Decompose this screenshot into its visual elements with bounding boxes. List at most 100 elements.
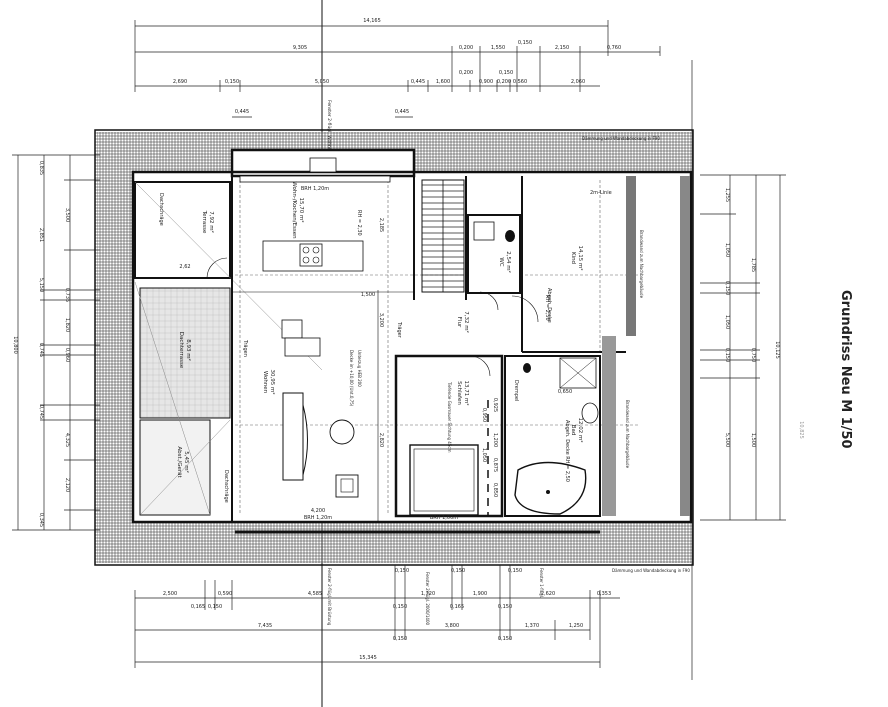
brandwand-top [626,176,636,336]
dim-inner: 2,185 [378,218,384,232]
dim-bottom: 0,150 [508,568,522,574]
note-brh: BRH 1,20m [304,515,332,521]
room-bad [504,355,601,517]
armchair [281,319,303,339]
label-traeger: Träger [396,321,402,339]
dim-top: 2,690 [173,79,187,85]
kitchen-sink [309,157,337,173]
dim-top: 9,305 [293,45,307,51]
right-dimension-labels: 1,255 1,050 0,150 1,050 0,750 0,150 1,50… [724,188,804,447]
dim-top: 0,150 [499,70,513,76]
wc-toilet [505,230,515,242]
dim-inner: 0,650 [558,389,572,395]
room-dachterrasse [139,287,231,419]
room-note: Abgeh. Decke RH = 2,50 [564,420,570,482]
brandwand-right [680,176,690,516]
dim-left: 0,835 [38,161,44,175]
dim-right-outer: 10,125 [774,341,780,359]
dim-bottom: 0,150 [393,636,407,642]
left-dimension-labels: 10,800 0,835 3,500 2,851 0,735 5,150 1,8… [12,161,70,527]
cooktop [299,243,323,267]
bottom-dimensions [134,565,620,668]
plan-title: Grundriss Neu M 1/50 [838,290,853,449]
dim-right: 1,050 [724,315,730,329]
dim-right: 1,050 [724,243,730,257]
dim-top: 2,060 [571,79,585,85]
room-area: 15,70 m² [298,197,305,222]
dim-bottom: 2,620 [541,591,555,597]
dim-bottom: 1,900 [473,591,487,597]
label-drempel: Drempel [513,380,519,401]
dim-inner: 0,850 [492,483,498,497]
dim-left: 4,325 [64,433,70,447]
label-dachschraege: Dachschräge [158,193,164,226]
kitchen-counter [239,175,391,183]
room-area: 14,15 m² [577,245,584,270]
room-area: 5,45 m² [183,451,190,473]
dim-top-total: 14,165 [363,18,381,24]
room-note: Decke im +10,00 (Unt.0,75) [349,350,354,407]
dim-left: 0,745 [38,405,44,419]
dim-top: 0,560 [513,79,527,85]
dim-top: 0,760 [607,45,621,51]
dim-top: 0,200 [459,45,473,51]
room-area: 2,54 m² [505,251,512,273]
room-name: Wohnen [262,371,268,394]
room-area: 7,92 m² [208,211,215,233]
dim-inner: 0,875 [492,458,498,472]
room-abst [139,419,211,516]
outer-wall [131,170,693,524]
dim-left: 2,851 [38,228,44,242]
dim-bottom: 0,165 [450,604,464,610]
note-daemmung-top: Dämmung und Wandabdeckung in F90 [582,136,660,141]
bottom-dimension-labels: 2,500 0,590 4,585 1,720 1,900 2,620 0,35… [163,568,611,661]
dim-bottom: 0,165 [191,604,205,610]
label-unterzug: Unterzug HEB 200 [357,350,362,387]
window-label: Fenster 1-flügl. [539,568,544,598]
bed [409,444,479,516]
label-brandwand: Brandwand zum Nachbargebäude [639,230,644,299]
room-area: 30,95 m² [269,369,276,394]
dim-inner: 1,500 [361,292,375,298]
inner-dimension-labels: 4,200 2,185 2,820 3,200 0,925 1,200 0,87… [311,218,572,514]
dim-bottom: 2,500 [163,591,177,597]
dim-bottom: 0,150 [451,568,465,574]
label-abgeh-decke: Abgeh. Decke [546,288,552,323]
dim-right: 0,150 [724,348,730,362]
room-note: RH = 2,30 [356,210,362,236]
dim-top: 1,600 [436,79,450,85]
sofa [282,392,308,481]
dim-bottom: 1,370 [525,623,539,629]
room-note: Tiefende Gasmauer Sichtung 45cm [447,381,452,453]
bad-toilet [523,363,531,373]
left-dimensions [12,154,100,531]
dim-right: 1,255 [724,188,730,202]
dim-bottom: 1,250 [569,623,583,629]
roof-left [97,132,133,563]
room-name: Dachterrasse [178,332,184,369]
bathtub [514,461,587,515]
dim-top: 0,900 [479,79,493,85]
dim-bottom: 0,150 [393,604,407,610]
room-schlafen [394,354,504,518]
room-name: Terrasse [201,210,207,234]
dim-inner: 4,200 [311,508,325,514]
dim-right: 1,785 [750,258,756,272]
dim-top: 5,050 [315,79,329,85]
dim-right: 1,500 [750,433,756,447]
round-table [329,419,355,445]
dim-top: 0,200 [459,70,473,76]
note-brh: BRH 1,20m [301,186,329,192]
dim-top: 0,445 [411,79,425,85]
right-dimensions [691,60,786,680]
dim-left: 0,735 [64,288,70,302]
brandwand-lower [602,336,616,516]
dim-right: 5,500 [724,433,730,447]
dim-bottom: 0,150 [498,604,512,610]
dim-left: 0,960 [64,348,70,362]
dim-top: 0,445 [235,109,249,115]
dim-bottom-total: 15,345 [359,655,377,661]
room-area: 7,32 m² [463,311,470,333]
room-name: Schlafen [456,381,462,405]
dim-inner: 1,200 [492,433,498,447]
